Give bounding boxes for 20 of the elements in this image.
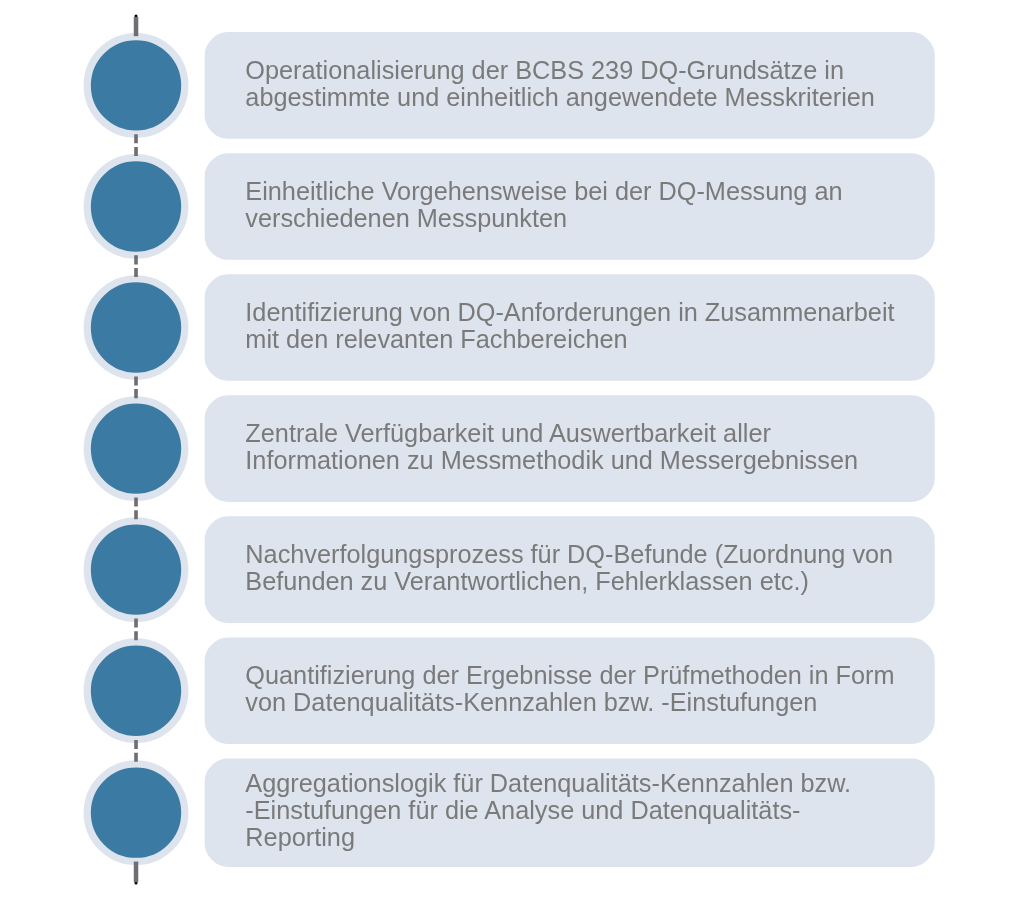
connector: [134, 134, 138, 158]
node-box: Einheitliche Vorgehensweise bei der DQ-Messung an verschiedenen Messpunkten: [204, 153, 935, 260]
node-circle: [83, 396, 189, 501]
node-circle: [83, 760, 189, 866]
node-circle: [83, 154, 189, 259]
node-box: Identifizierung von DQ-Anforderungen in Zusammenarbeit mit den relevanten Fachbereichen: [204, 274, 935, 381]
node-box: Quantifizierung der Ergebnisse der Prüfmethoden in Form von Datenqualitäts-Kennzahlen bzw. -Einstufungen: [204, 637, 935, 745]
connector: [134, 618, 138, 642]
node-box: Zentrale Verfügbarkeit und Auswertbarkeit aller Informationen zu Messmethodik und Messergebnissen: [204, 395, 935, 502]
connector: [134, 255, 138, 279]
node-box: Operationalisierung der BCBS 239 DQ-Grundsätze in abgestimmte und einheitlich angewendete Messkriterien: [204, 32, 935, 139]
node-circle: [83, 638, 189, 744]
node-box: Nachverfolgungsprozess für DQ-Befunde (Zuordnung von Befunden zu Verantwortlichen, Fehlerklassen etc.): [204, 516, 935, 623]
connector: [134, 376, 138, 400]
connector: [134, 740, 138, 764]
connector: [134, 497, 138, 521]
node-box: Aggregationslogik für Datenqualitäts-Kennzahlen bzw. -Einstufungen für die Analyse und Datenqualitäts-Reporting: [204, 758, 935, 867]
node-circle: [83, 33, 189, 138]
node-circle: [83, 275, 189, 380]
node-circle: [83, 517, 189, 623]
